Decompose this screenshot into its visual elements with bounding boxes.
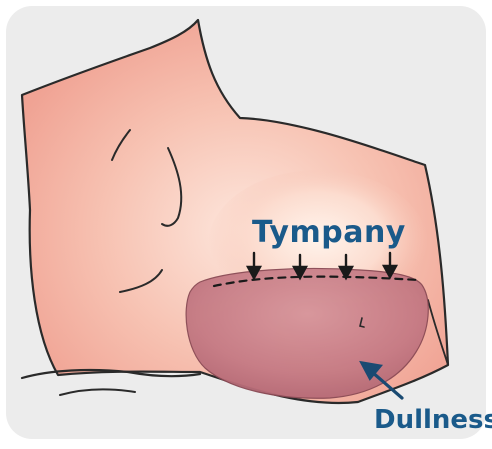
- tympany-label: Tympany: [252, 218, 406, 248]
- dullness-label: Dullness: [374, 407, 492, 433]
